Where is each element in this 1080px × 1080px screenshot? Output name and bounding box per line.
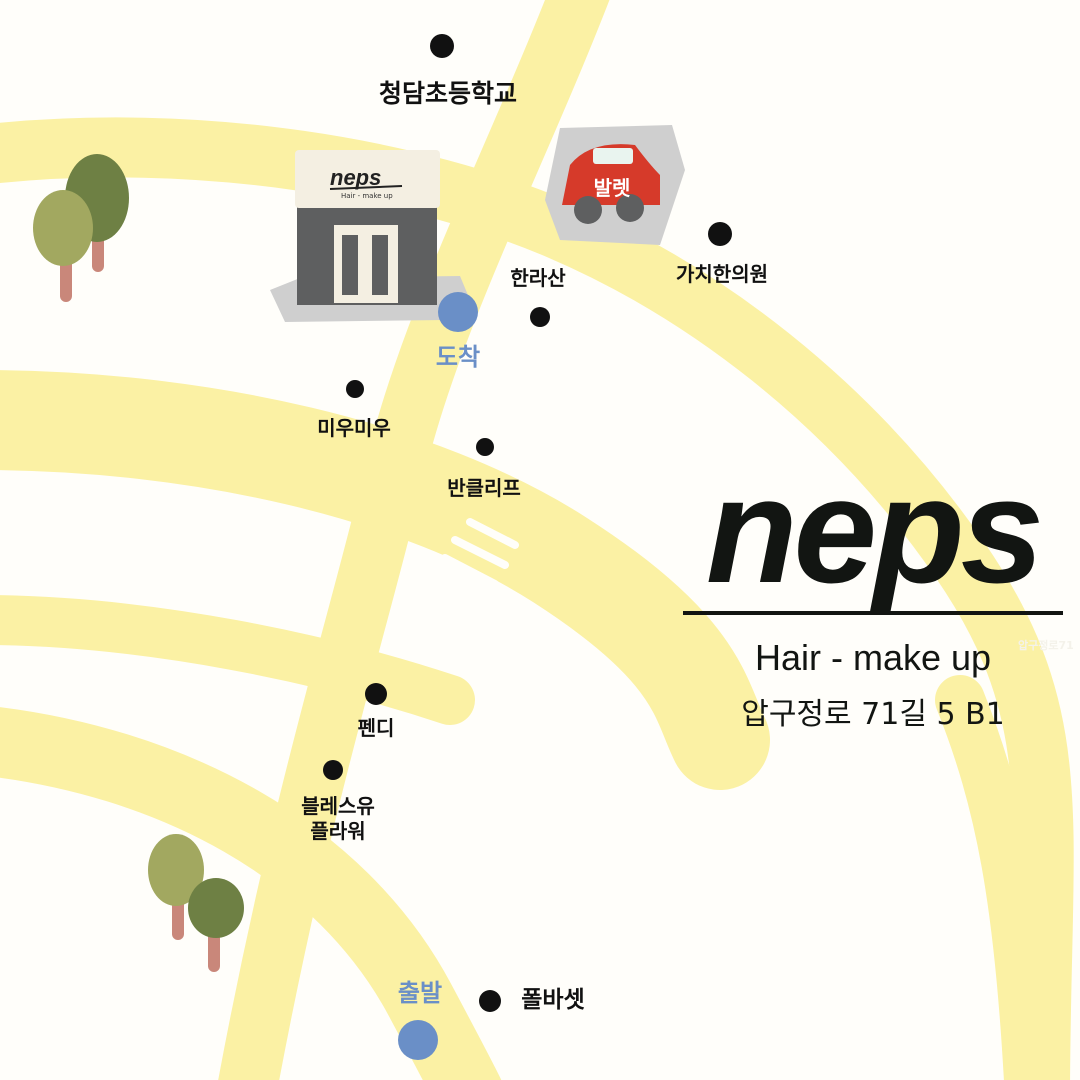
landmark-vancleef: 반클리프 [447, 476, 521, 500]
landmark-hallasan: 한라산 [510, 266, 566, 290]
brand-logo: neps [705, 446, 1044, 614]
arrival-marker [438, 292, 478, 332]
shop-building [270, 150, 470, 322]
car-wheel [574, 196, 602, 224]
parking-area [545, 125, 685, 245]
shop-sign: neps [330, 165, 382, 190]
landmark-miumiu: 미우미우 [317, 416, 391, 440]
crosswalk [401, 518, 519, 659]
shop-sign-subtitle: Hair - make up [341, 192, 393, 200]
brand-address: 압구정로 71길 5 B1 [741, 697, 1005, 732]
landmark-blessyou-flower: 블레스유 플라워 [301, 794, 375, 843]
road-bottom-band [0, 707, 502, 1080]
road-middle-band [0, 370, 770, 790]
landmark-gachi-clinic: 가치한의원 [676, 262, 768, 286]
arrival-label: 도착 [435, 343, 481, 371]
landmark-paulbassett: 폴바셋 [521, 987, 585, 1013]
brand-block: neps Hair - make up 압구정로 71길 5 B1 [683, 455, 1063, 733]
landmark-dots [323, 34, 732, 1012]
road-lower-band [0, 595, 475, 725]
watermark: 압구정로71 [1018, 639, 1074, 652]
departure-marker [398, 1020, 438, 1060]
brand-subtitle: Hair - make up [754, 637, 992, 678]
departure-label: 출발 [397, 979, 443, 1007]
trees [33, 154, 244, 972]
landmark-cheongdam-school: 청담초등학교 [378, 79, 518, 108]
brand-underline [683, 611, 1063, 615]
road-right-edge [935, 675, 1054, 1080]
valet-label: 발렛 [593, 176, 631, 200]
car-wheel [616, 194, 644, 222]
landmark-fendi: 펜디 [357, 716, 395, 740]
